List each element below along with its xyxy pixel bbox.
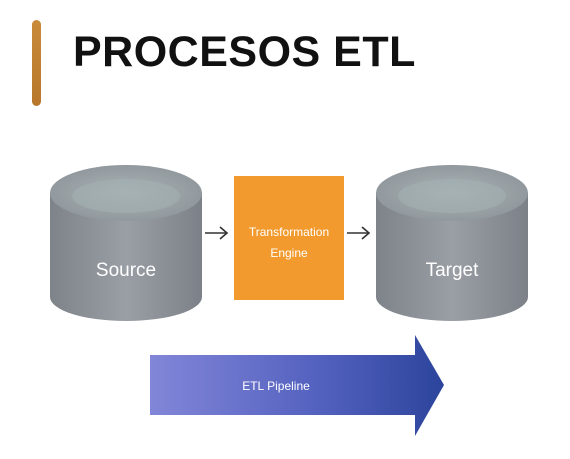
arrow-right-icon xyxy=(205,226,229,240)
target-label: Target xyxy=(426,260,480,281)
transformation-engine-box xyxy=(234,176,344,300)
engine-label-line2: Engine xyxy=(270,246,308,260)
target-database-icon xyxy=(376,165,528,321)
title-accent-bar xyxy=(32,20,41,106)
etl-pipeline-arrow xyxy=(150,335,444,436)
engine-label-line1: Transformation xyxy=(249,225,329,239)
source-database-icon xyxy=(50,165,202,321)
pipeline-label: ETL Pipeline xyxy=(242,379,310,393)
slide-title: PROCESOS ETL xyxy=(73,28,416,76)
source-label: Source xyxy=(96,260,156,281)
arrow-right-icon xyxy=(347,226,371,240)
